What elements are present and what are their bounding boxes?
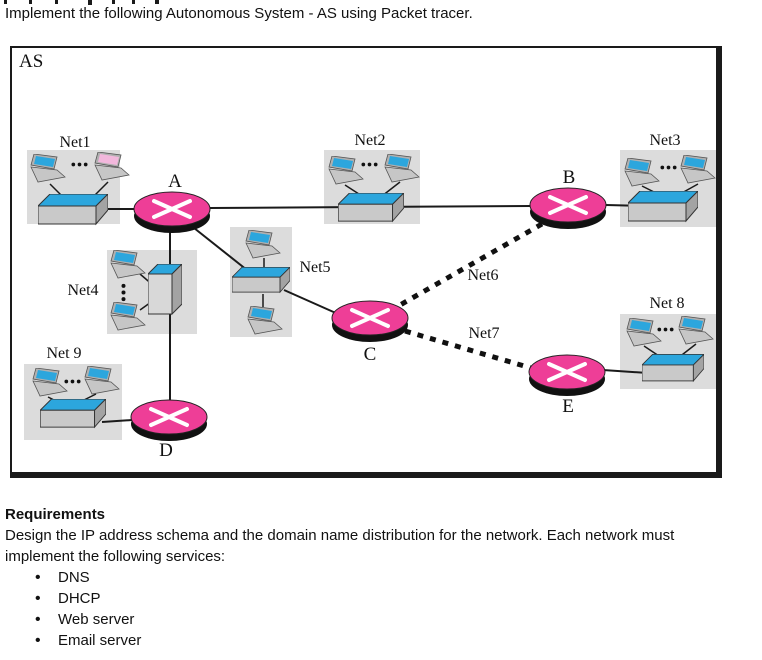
- switch-icon: [338, 193, 404, 222]
- router-c-icon: [330, 299, 410, 344]
- router-b-label: B: [563, 167, 576, 188]
- router-d-icon: [129, 398, 209, 443]
- link-router-a-net5: [188, 223, 253, 275]
- switch-icon: [642, 354, 704, 382]
- link-net9-router-d: [101, 419, 133, 423]
- clipped-text-remnant: [0, 0, 300, 5]
- list-item: DNS: [5, 567, 674, 588]
- service-label: DNS: [58, 569, 90, 586]
- net5-label: Net5: [299, 259, 330, 276]
- link-router-e-net8: [602, 369, 649, 374]
- net6-label: Net6: [467, 267, 498, 284]
- net4-label: Net4: [67, 282, 98, 299]
- requirements-section: Requirements Design the IP address schem…: [5, 504, 674, 651]
- router-c-label: C: [364, 344, 377, 365]
- service-label: Web server: [58, 611, 135, 628]
- as-diagram: AS A B C D E Net1 Net2 Net3 Net4 Net5 Ne…: [10, 46, 722, 478]
- router-e-label: E: [562, 396, 574, 417]
- as-title: AS: [19, 51, 43, 72]
- net1-label: Net1: [59, 134, 90, 151]
- more-hosts-dots-icon: [660, 165, 677, 170]
- router-b-icon: [528, 186, 608, 231]
- more-hosts-dots-icon: [71, 162, 88, 167]
- more-hosts-dots-icon: [657, 327, 674, 332]
- instruction-text: Implement the following Autonomous Syste…: [5, 5, 473, 22]
- net8-label: Net 8: [649, 295, 684, 312]
- router-a-label: A: [168, 171, 182, 192]
- requirements-heading: Requirements: [5, 506, 106, 523]
- more-hosts-dots-icon: [64, 379, 81, 384]
- server-tower-icon: [148, 264, 182, 315]
- net7-label: Net7: [468, 325, 499, 342]
- router-d-label: D: [159, 440, 173, 461]
- router-e-icon: [527, 353, 607, 398]
- laptop-icon: [94, 152, 130, 181]
- link-net7-router-c-router-e: [404, 328, 532, 371]
- service-label: DHCP: [58, 590, 101, 607]
- switch-icon: [628, 191, 698, 222]
- switch-icon: [40, 399, 106, 428]
- switch-icon: [232, 267, 290, 293]
- requirements-intro-line1: Design the IP address schema and the dom…: [5, 527, 675, 544]
- list-item: DHCP: [5, 588, 674, 609]
- as-diagram-canvas: AS A B C D E Net1 Net2 Net3 Net4 Net5 Ne…: [19, 51, 716, 461]
- switch-icon: [38, 194, 108, 225]
- more-hosts-dots-icon: [361, 162, 378, 167]
- router-a-icon: [132, 190, 212, 235]
- link-net5-router-c: [283, 289, 339, 315]
- list-item: Web server: [5, 609, 674, 630]
- net9-label: Net 9: [46, 345, 81, 362]
- net2-label: Net2: [354, 132, 385, 149]
- link-net6-router-b-router-c: [398, 221, 544, 308]
- more-hosts-dots-icon: [121, 283, 126, 302]
- list-item: Email server: [5, 630, 674, 651]
- services-list: DNS DHCP Web server Email server: [5, 567, 674, 651]
- requirements-intro-line2: implement the following services:: [5, 548, 226, 565]
- service-label: Email server: [58, 632, 142, 649]
- net3-label: Net3: [649, 132, 680, 149]
